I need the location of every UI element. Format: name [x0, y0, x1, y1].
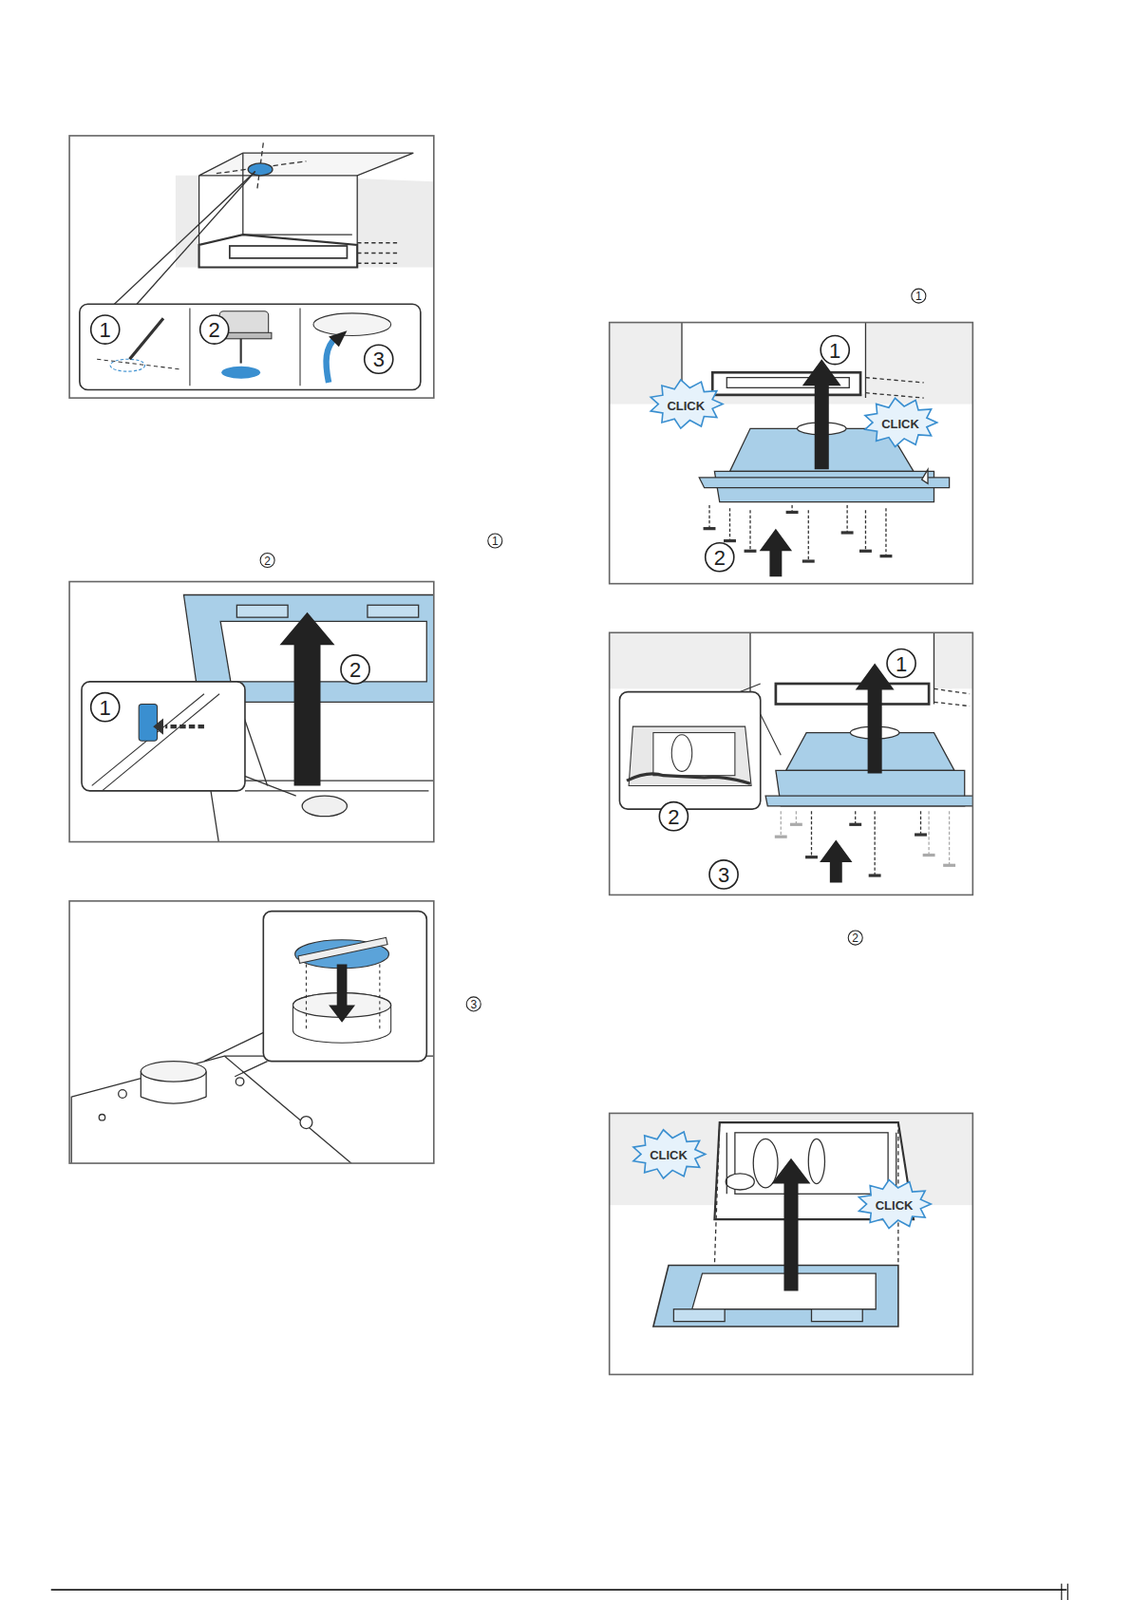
click-label: CLICK [875, 1199, 914, 1212]
callout-number: 3 [373, 349, 385, 371]
callout-number: 1 [99, 320, 112, 341]
callout-number: 2 [667, 807, 680, 829]
click-label: CLICK [666, 398, 705, 412]
callout-circle [886, 648, 916, 678]
callout-number: 2 [349, 660, 361, 681]
callout-number: 3 [717, 865, 730, 887]
click-label: CLICK [881, 416, 920, 430]
callout-number: 1 [491, 535, 499, 548]
callout-circle [488, 533, 503, 548]
click-burst [633, 1130, 706, 1179]
callout-circle [91, 315, 120, 344]
callout-number: 2 [714, 547, 726, 569]
callout-number: 1 [915, 290, 923, 302]
callout-number: 1 [99, 698, 112, 719]
callout-circle [848, 930, 863, 945]
callout-number: 2 [264, 555, 271, 567]
callout-number: 2 [208, 320, 221, 341]
callout-circle [340, 655, 370, 684]
click-burst [865, 397, 938, 447]
callout-circle [91, 693, 120, 722]
callout-circle [659, 802, 688, 831]
callout-circle [911, 288, 926, 303]
callout-number: 1 [895, 654, 907, 676]
callout-circle [466, 997, 481, 1012]
callout-number: 3 [470, 999, 477, 1011]
callout-circle [820, 336, 849, 365]
callout-circle [709, 860, 738, 889]
callout-circle [260, 552, 275, 567]
callout-number: 2 [851, 932, 859, 944]
click-burst [858, 1179, 931, 1228]
callout-number: 1 [829, 340, 841, 362]
click-label: CLICK [649, 1149, 688, 1162]
callout-circle [364, 344, 394, 374]
callout-circle [200, 315, 229, 344]
click-burst [650, 379, 723, 429]
callout-circle [705, 543, 735, 572]
